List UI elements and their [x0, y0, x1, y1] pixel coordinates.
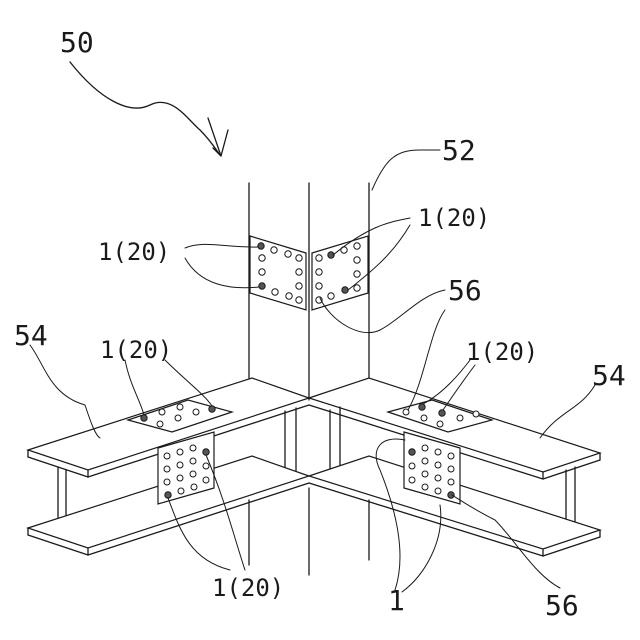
label-plate-top-right: 56	[448, 274, 482, 307]
assembly-arrow	[70, 62, 228, 156]
label-column: 52	[442, 134, 476, 167]
label-beam-left: 54	[14, 319, 48, 352]
label-connector-column-left: 1(20)	[98, 238, 170, 266]
label-connector-beam-right-bottom: 1	[388, 584, 405, 617]
label-connector-column-right: 1(20)	[418, 204, 490, 232]
label-connector-beam-left-bottom: 1(20)	[212, 574, 284, 602]
label-connector-beam-right-top: 1(20)	[466, 338, 538, 366]
label-assembly: 50	[60, 26, 94, 59]
label-plate-bottom-right: 56	[545, 589, 579, 622]
label-connector-beam-left-top: 1(20)	[100, 336, 172, 364]
label-beam-right: 54	[592, 359, 626, 392]
